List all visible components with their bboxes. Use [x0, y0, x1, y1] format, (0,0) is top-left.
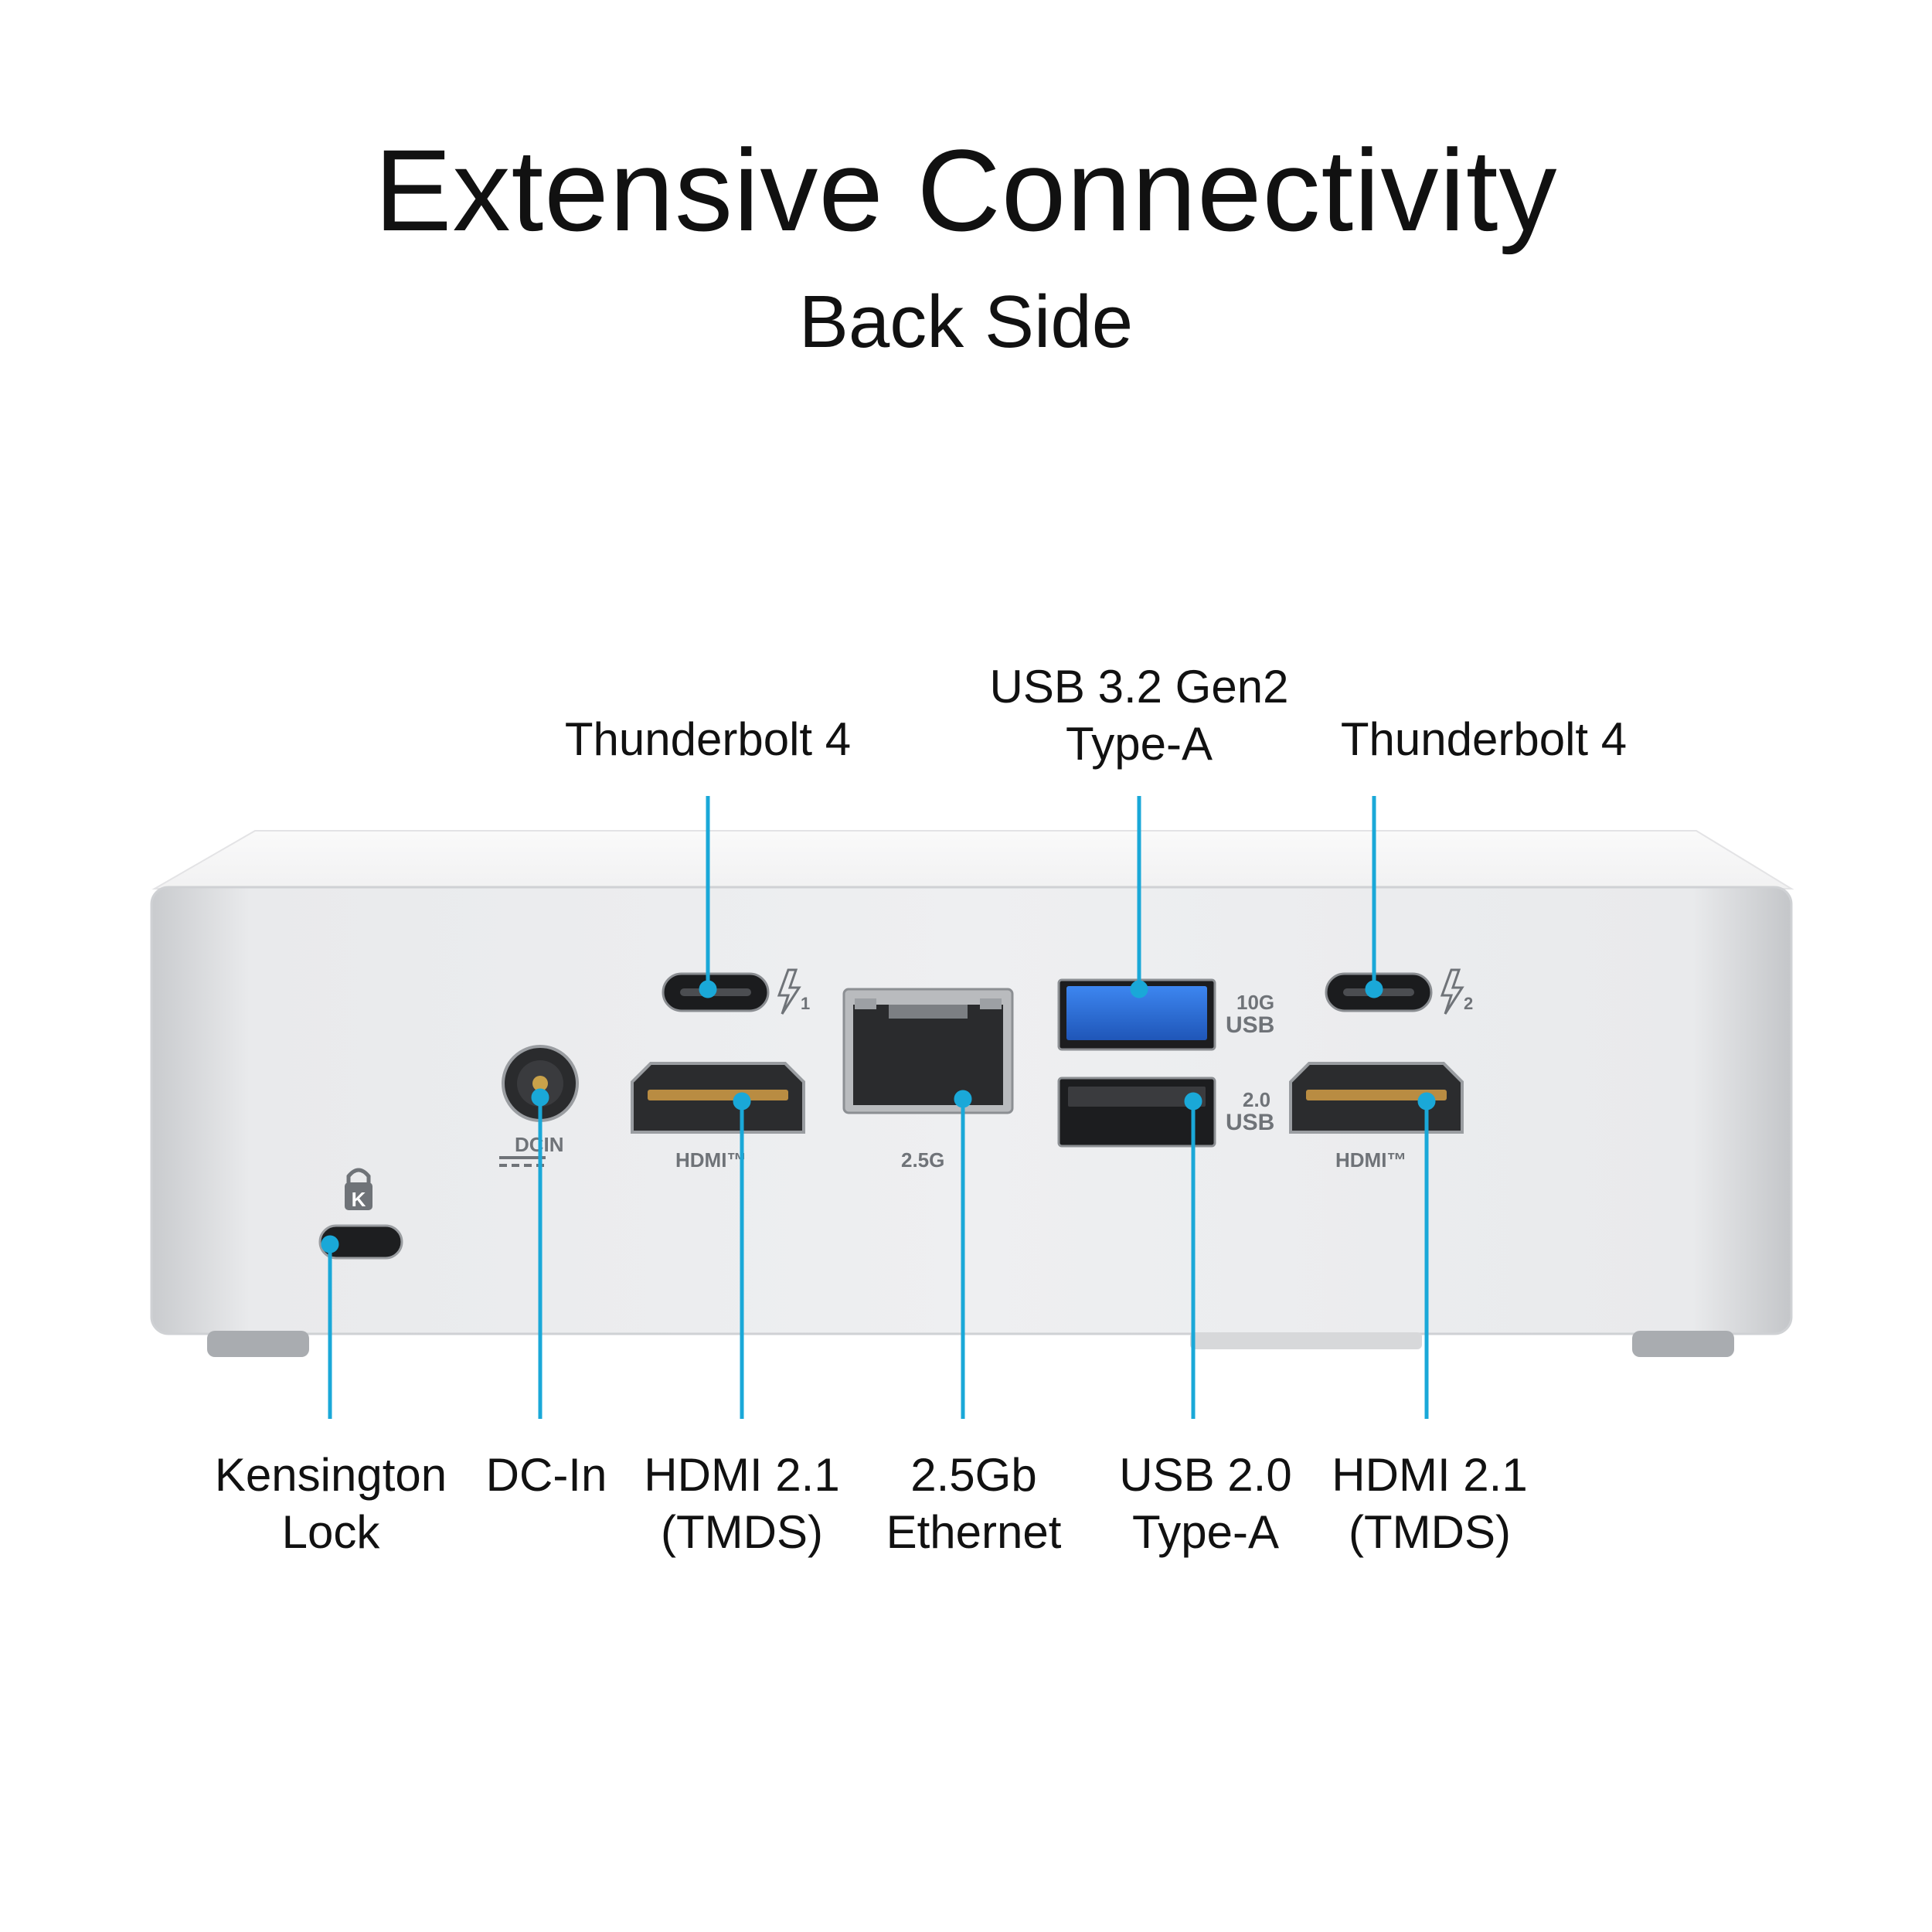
- label-dc-in: DC-In: [485, 1449, 607, 1501]
- svg-text:K: K: [352, 1188, 366, 1211]
- hdmi-right-marking: HDMI™: [1335, 1148, 1406, 1172]
- lan-marking: 2.5G: [901, 1148, 944, 1172]
- label-kensington-lock: Kensington Lock: [214, 1449, 447, 1558]
- usb2-marking-20: 2.0: [1243, 1088, 1270, 1111]
- ethernet-port: 2.5G: [842, 988, 1014, 1172]
- chassis-top: [151, 830, 1794, 889]
- dc-in-port: DCIN: [499, 1045, 579, 1167]
- hdmi-port-right: HDMI™: [1289, 1062, 1464, 1172]
- usb3-marking-10g: 10G: [1236, 991, 1274, 1014]
- hdmi-port-left: HDMI™: [631, 1062, 805, 1172]
- label-hdmi-right: HDMI 2.1 (TMDS): [1332, 1449, 1528, 1558]
- usb3-port: 10G USB: [1057, 978, 1274, 1051]
- label-usb20-type-a: USB 2.0 Type-A: [1119, 1449, 1292, 1558]
- page-title: Extensive Connectivity: [374, 125, 1558, 255]
- foot-right: [1632, 1331, 1734, 1357]
- tb-right-number: 2: [1464, 994, 1473, 1013]
- hdmi-left-marking: HDMI™: [675, 1148, 747, 1172]
- thunderbolt-icon: [777, 968, 801, 1015]
- kensington-lock-slot: K: [318, 1168, 403, 1260]
- label-hdmi-left: HDMI 2.1 (TMDS): [644, 1449, 840, 1558]
- usb3-marking-usb: USB: [1226, 1012, 1274, 1038]
- tb-left-number: 1: [801, 994, 810, 1013]
- label-usb32-type-a: USB 3.2 Gen2 Type-A: [989, 661, 1289, 770]
- label-thunderbolt-right: Thunderbolt 4: [1340, 713, 1628, 765]
- page-subtitle: Back Side: [798, 281, 1134, 363]
- usb2-port: 2.0 USB: [1057, 1077, 1274, 1148]
- thunderbolt-icon: [1440, 968, 1464, 1015]
- foot-left: [207, 1331, 309, 1357]
- usb2-marking-usb: USB: [1226, 1110, 1274, 1135]
- label-ethernet: 2.5Gb Ethernet: [886, 1449, 1062, 1558]
- padlock-icon: K: [345, 1168, 372, 1211]
- callouts-top: [699, 796, 1383, 998]
- callouts-bottom: [321, 1088, 1436, 1419]
- label-thunderbolt-left: Thunderbolt 4: [564, 713, 852, 765]
